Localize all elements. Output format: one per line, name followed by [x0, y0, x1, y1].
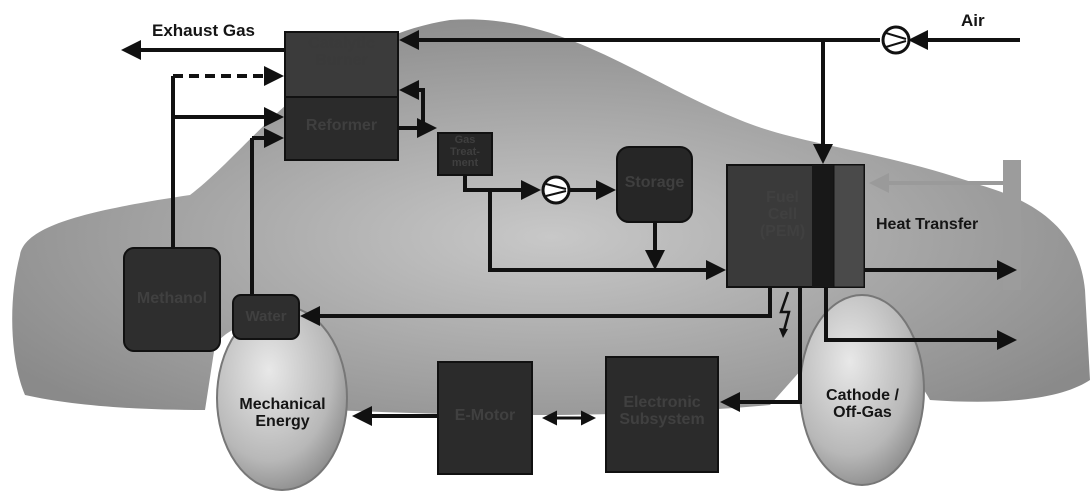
- e-motor-label: E-Motor: [454, 407, 516, 424]
- electronic-subsystem-box: [605, 356, 719, 473]
- water-box: [232, 294, 300, 340]
- cathode-off-gas-label: Cathode / Off-Gas: [826, 387, 899, 421]
- electronic-subsystem-label: Electronic Subsystem: [619, 394, 705, 428]
- water-label: Water: [245, 308, 287, 325]
- pump-icon: [541, 175, 571, 205]
- radiator: [1003, 160, 1021, 290]
- gastreatment-to-pump-line: [463, 175, 541, 200]
- exhaust-gas-label: Exhaust Gas: [152, 21, 255, 40]
- mechanical-energy-label: Mechanical Energy: [239, 396, 326, 430]
- fuel-cell-label: Fuel Cell (PEM): [759, 189, 806, 240]
- compressor-icon: [881, 25, 911, 55]
- heat-transfer-label: Heat Transfer: [876, 216, 979, 233]
- fuelcell-to-water-line: [300, 287, 772, 326]
- storage-label: Storage: [624, 174, 685, 191]
- catalytic-burner-box: [284, 31, 399, 98]
- reformer-label: Reformer: [305, 117, 378, 134]
- gastreatment-to-burner-line: [399, 80, 425, 133]
- e-motor-box: [437, 361, 533, 475]
- fuel-cell-membrane: [812, 165, 834, 287]
- lightning-icon: [779, 291, 791, 338]
- reformer-box: [284, 96, 399, 161]
- gas-treatment-label: Gas Treat- ment: [450, 134, 480, 170]
- catalytic-burner-label: Catalytic Burner: [308, 35, 375, 69]
- bypass-to-fuelcell-line: [488, 190, 726, 280]
- methanol-label: Methanol: [136, 290, 208, 307]
- cathode-outlet-line-2: [824, 287, 1017, 350]
- fuelcell-to-electronics-line: [720, 287, 802, 412]
- air-label: Air: [961, 11, 985, 30]
- fuel-cell-cathode: [833, 164, 865, 288]
